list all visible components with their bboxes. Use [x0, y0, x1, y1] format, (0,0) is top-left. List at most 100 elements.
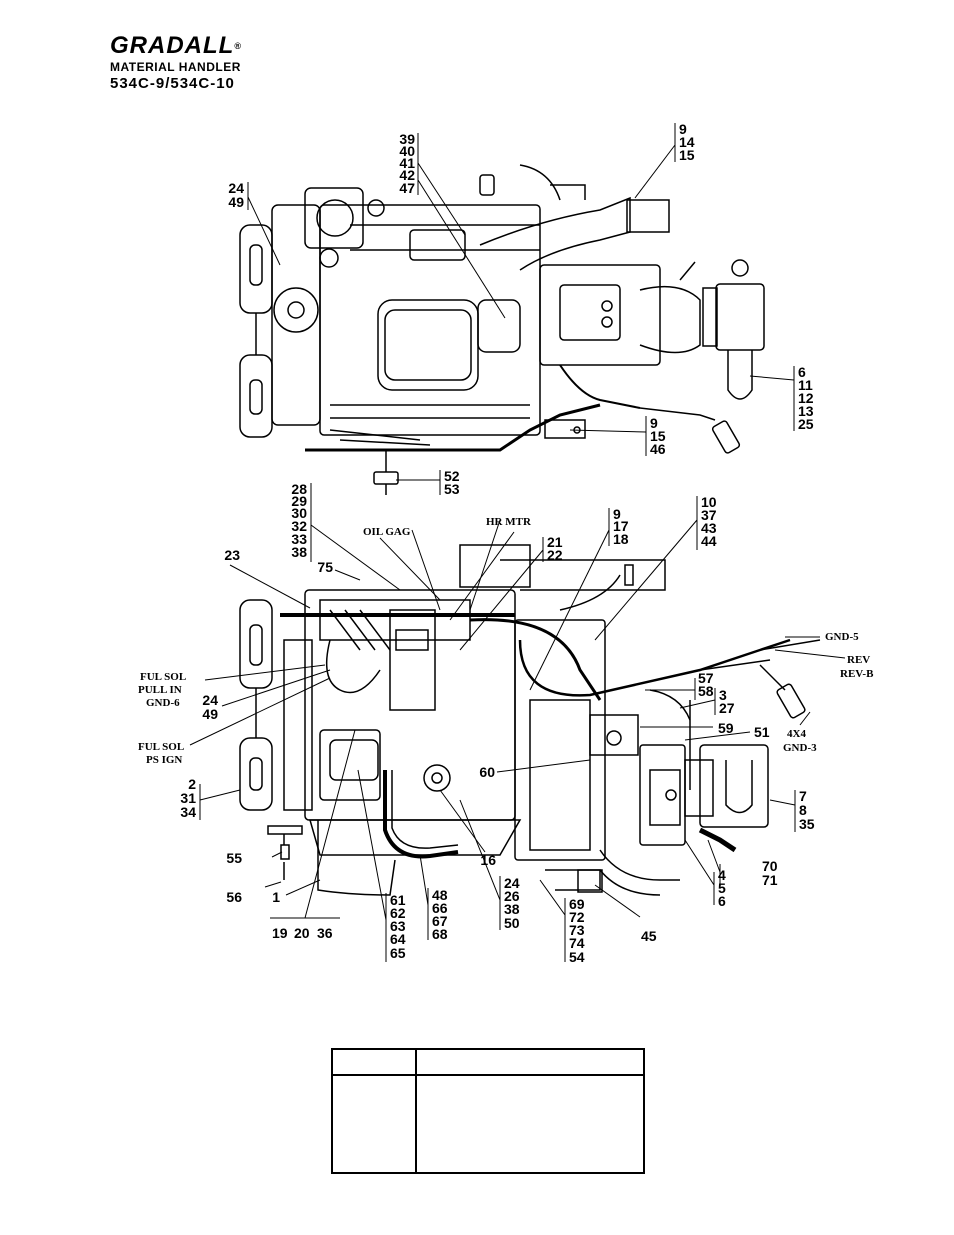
callout-58: 58 [698, 683, 714, 699]
callout-38: 38 [291, 544, 307, 560]
legend-header-divider [333, 1074, 643, 1076]
callout-1: 1 [272, 889, 280, 905]
callout-26: 26 [504, 888, 520, 904]
callout-15: 15 [679, 147, 695, 163]
label-pull-in: PULL IN [138, 684, 182, 696]
callout-15b: 15 [650, 428, 666, 444]
callout-62: 62 [390, 905, 406, 921]
callout-7: 7 [799, 788, 807, 804]
callout-72: 72 [569, 909, 585, 925]
callout-14: 14 [679, 134, 695, 150]
callout-32: 32 [291, 518, 307, 534]
label-gnd3: GND-3 [783, 742, 817, 754]
callout-19: 19 [272, 925, 288, 941]
brand-logo: GRADALL® [110, 32, 242, 59]
callout-8: 8 [799, 802, 807, 818]
callout-48: 48 [432, 887, 448, 903]
callout-46: 46 [650, 441, 666, 457]
callout-70: 70 [762, 858, 778, 874]
callout-43: 43 [701, 520, 717, 536]
callout-10: 10 [701, 494, 717, 510]
callout-9c: 9 [613, 506, 621, 522]
callout-33: 33 [291, 531, 307, 547]
bottom-callouts-right: 9 17 18 10 37 43 44 21 22 57 58 3 27 59 … [390, 494, 815, 965]
label-rev: REV [847, 654, 870, 666]
label-rev-b: REV-B [840, 668, 874, 680]
callout-57: 57 [698, 670, 714, 686]
callout-54: 54 [569, 949, 585, 965]
callout-9b: 9 [650, 415, 658, 431]
callout-24b: 24 [202, 692, 218, 708]
callout-59: 59 [718, 720, 734, 736]
callout-50: 50 [504, 915, 520, 931]
callout-37: 37 [701, 507, 717, 523]
callout-29: 29 [291, 493, 307, 509]
top-callouts-right: 9 14 15 6 11 12 13 25 9 15 46 52 53 [444, 121, 814, 497]
wire-labels: OIL GAG HR MTR GND-5 REV REV-B 4X4 GND-3… [138, 516, 874, 766]
callout-20: 20 [294, 925, 310, 941]
callout-51: 51 [754, 724, 770, 740]
callout-6b: 6 [718, 893, 726, 909]
callout-5: 5 [718, 880, 726, 896]
callout-40: 40 [399, 143, 415, 159]
callout-24: 24 [228, 180, 244, 196]
callout-13: 13 [798, 403, 814, 419]
callout-42: 42 [399, 167, 415, 183]
callout-38b: 38 [504, 901, 520, 917]
callout-11: 11 [798, 377, 813, 393]
callout-73: 73 [569, 922, 585, 938]
callout-60: 60 [479, 764, 495, 780]
callout-23: 23 [224, 547, 240, 563]
callout-75: 75 [317, 559, 333, 575]
callout-17: 17 [613, 518, 629, 534]
label-hr-mtr: HR MTR [486, 516, 532, 528]
product-line: MATERIAL HANDLER [110, 60, 241, 74]
callout-69: 69 [569, 896, 585, 912]
bottom-engine-illustration [239, 544, 821, 896]
label-gnd6: GND-6 [146, 697, 180, 709]
callout-49b: 49 [202, 706, 218, 722]
callout-71: 71 [762, 872, 778, 888]
callout-2: 2 [188, 776, 196, 792]
callout-65: 65 [390, 945, 406, 961]
label-ful-sol-2: FUL SOL [138, 741, 184, 753]
bottom-callouts-left: 28 29 30 32 33 38 23 75 24 49 2 31 34 55… [180, 481, 496, 905]
top-callouts: 24 49 39 40 41 42 47 [228, 131, 415, 210]
legend-table [331, 1048, 645, 1174]
callout-63: 63 [390, 918, 406, 934]
callout-68: 68 [432, 926, 448, 942]
callout-74: 74 [569, 935, 585, 951]
callout-34: 34 [180, 804, 196, 820]
leader-lines [189, 123, 846, 962]
callout-41: 41 [399, 155, 415, 171]
callout-52: 52 [444, 468, 460, 484]
callout-36: 36 [317, 925, 333, 941]
callout-31: 31 [180, 790, 196, 806]
callout-64: 64 [390, 931, 406, 947]
legend-column-divider [415, 1050, 417, 1172]
callout-4: 4 [718, 867, 726, 883]
callout-44: 44 [701, 533, 717, 549]
callout-9: 9 [679, 121, 687, 137]
callout-61: 61 [390, 892, 406, 908]
callout-6: 6 [798, 364, 806, 380]
callout-55: 55 [226, 850, 242, 866]
callout-19-20-36: 19 20 36 [272, 925, 333, 941]
callout-45: 45 [641, 928, 657, 944]
callout-47: 47 [399, 180, 415, 196]
label-ps-ign: PS IGN [146, 754, 182, 766]
callout-16: 16 [480, 852, 496, 868]
callout-67: 67 [432, 913, 448, 929]
callout-30: 30 [291, 505, 307, 521]
callout-39: 39 [399, 131, 415, 147]
label-oil-gag: OIL GAG [363, 526, 411, 538]
callout-24c: 24 [504, 875, 520, 891]
callout-22: 22 [547, 547, 563, 563]
callout-21: 21 [547, 534, 563, 550]
label-gnd5: GND-5 [825, 631, 859, 643]
top-engine-illustration [239, 164, 765, 495]
callout-53: 53 [444, 481, 460, 497]
callout-35: 35 [799, 816, 815, 832]
callout-3: 3 [719, 687, 727, 703]
